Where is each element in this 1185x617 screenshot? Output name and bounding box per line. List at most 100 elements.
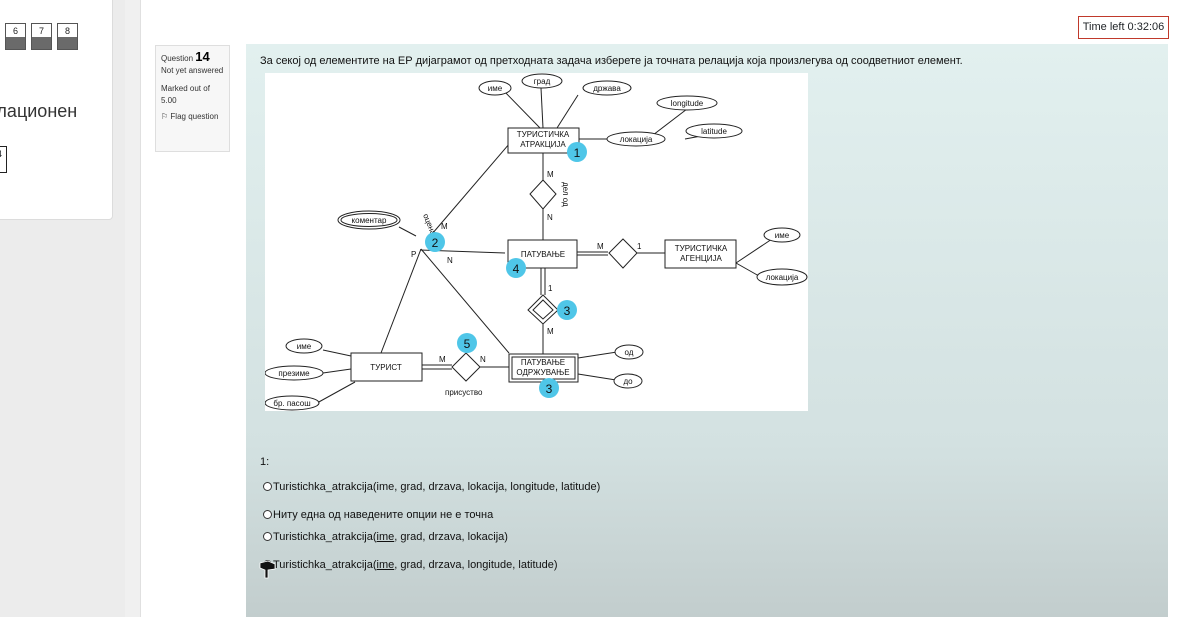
svg-text:од: од	[625, 348, 634, 357]
svg-text:N: N	[547, 213, 553, 222]
svg-text:P: P	[411, 250, 416, 259]
svg-text:3: 3	[564, 304, 571, 318]
nav-question-7[interactable]: 7	[31, 23, 52, 50]
relationship-trip-held	[527, 294, 559, 325]
nav-question-number: 6	[12, 26, 18, 36]
attribute-od: од	[614, 344, 644, 360]
question-prompt: За секој од елементите на ЕР дијаграмот …	[260, 55, 963, 67]
svg-text:M: M	[439, 355, 446, 364]
svg-text:до: до	[623, 377, 633, 386]
nav-question-8[interactable]: 8	[57, 23, 78, 50]
er-diagram: ТУРИСТИЧКА АТРАКЦИЈА ПАТУВАЊЕ ТУРИСТИЧКА…	[265, 73, 808, 411]
answer-option-3[interactable]: Turistichka_atrakcija(ime, grad, drzava,…	[263, 531, 508, 543]
svg-text:држава: држава	[593, 84, 621, 93]
svg-text:1: 1	[637, 242, 642, 251]
svg-text:N: N	[447, 256, 453, 265]
option-text-part: , grad, drzava, lokacija)	[394, 531, 508, 543]
subquestion-label: 1:	[260, 456, 270, 468]
svg-text:M: M	[547, 170, 554, 179]
attribute-latitude: latitude	[685, 123, 743, 139]
answered-bar	[32, 37, 51, 49]
mouse-cursor-icon	[259, 560, 277, 585]
svg-text:3: 3	[546, 382, 553, 396]
question-status: Not yet answered	[161, 66, 224, 75]
question-info: Question 14 Not yet answered Marked out …	[155, 45, 230, 152]
attribute-ime-tourist: име	[285, 338, 323, 354]
svg-text:longitude: longitude	[671, 99, 704, 108]
svg-text:2: 2	[432, 236, 439, 250]
radio-button[interactable]	[263, 510, 272, 519]
relationship-part-of	[529, 179, 557, 210]
attribute-grad: град	[521, 73, 563, 89]
entity-trip-held: ПАТУВАЊЕ ОДРЖУВАЊЕ	[508, 353, 579, 383]
nav-question-6[interactable]: 6	[5, 23, 26, 50]
svg-text:име: име	[297, 342, 312, 351]
answer-option-4[interactable]: Turistichka_atrakcija(ime, grad, drzava,…	[263, 559, 558, 571]
option-text: Turistichka_atrakcija(ime, grad, drzava,…	[273, 531, 508, 543]
entity-tourist: ТУРИСТ	[350, 352, 423, 382]
nav-section-text: релационен	[0, 101, 78, 121]
question-number-line: Question 14	[161, 49, 224, 65]
svg-text:АТРАКЦИЈА: АТРАКЦИЈА	[520, 140, 566, 149]
svg-text:ТУРИСТИЧКА: ТУРИСТИЧКА	[675, 244, 728, 253]
answered-bar	[58, 37, 77, 49]
relationship-trip-agency	[608, 238, 638, 269]
radio-button[interactable]	[263, 532, 272, 541]
attribute-drzava: држава	[582, 80, 632, 96]
option-text: Turistichka_atrakcija(ime, grad, drzava,…	[273, 559, 558, 571]
attribute-prezime: презиме	[265, 365, 324, 381]
svg-text:ОДРЖУВАЊЕ: ОДРЖУВАЊЕ	[516, 368, 569, 377]
attribute-ime-attraction: име	[478, 80, 512, 96]
option-key-attr: ime	[376, 531, 395, 543]
option-text: Turistichka_atrakcija(ime, grad, drzava,…	[273, 481, 601, 493]
nav-question-current[interactable]: 14	[0, 146, 7, 173]
svg-text:1: 1	[574, 146, 581, 160]
svg-text:ТУРИСТ: ТУРИСТ	[370, 363, 402, 372]
svg-text:ПАТУВАЊЕ: ПАТУВАЊЕ	[521, 358, 565, 367]
diagram-markers: 1 2 4 3 5 3	[425, 142, 587, 398]
svg-text:M: M	[547, 327, 554, 336]
quiz-navigation-panel: 6 7 8 релационен 14	[0, 0, 113, 220]
svg-text:АГЕНЦИЈА: АГЕНЦИЈА	[680, 254, 722, 263]
svg-text:коментар: коментар	[352, 216, 387, 225]
answered-bar	[6, 37, 25, 49]
entity-travel-agency: ТУРИСТИЧКА АГЕНЦИЈА	[664, 239, 737, 269]
label-part-of: дел од	[561, 182, 570, 207]
attribute-komentar: коментар	[337, 210, 401, 230]
flag-icon: ⚐	[161, 112, 169, 121]
attribute-longitude: longitude	[656, 95, 718, 111]
radio-button[interactable]	[263, 482, 272, 491]
nav-question-number: 8	[64, 26, 70, 36]
svg-text:презиме: презиме	[278, 369, 310, 378]
attribute-pasos: бр. пасош	[265, 395, 320, 411]
entity-trip: ПАТУВАЊЕ	[507, 239, 578, 269]
flag-question-link[interactable]: ⚐ Flag question	[161, 111, 224, 123]
svg-text:град: град	[534, 77, 551, 86]
svg-text:5: 5	[464, 337, 471, 351]
question-marks: Marked out of 5.00	[161, 84, 210, 105]
entity-tourist-attraction: ТУРИСТИЧКА АТРАКЦИЈА	[507, 127, 580, 154]
answer-option-2[interactable]: Ниту една од наведените опции не е точна	[263, 509, 493, 521]
option-text-part: Turistichka_atrakcija(	[273, 531, 377, 543]
svg-text:1: 1	[548, 284, 553, 293]
cardinality-labels: M N M 1 1 M M P N M N	[411, 170, 642, 364]
label-attendance: присуство	[445, 388, 483, 397]
nav-question-number: 7	[38, 26, 44, 36]
relationship-attendance	[451, 352, 481, 382]
svg-text:latitude: latitude	[701, 127, 727, 136]
svg-text:локација: локација	[766, 273, 799, 282]
question-label: Question	[161, 54, 194, 63]
diagram-lines	[316, 87, 776, 404]
time-left: Time left 0:32:06	[1078, 16, 1169, 39]
svg-text:M: M	[597, 242, 604, 251]
svg-text:име: име	[775, 231, 790, 240]
question-number: 14	[195, 49, 210, 64]
option-text-part: Turistichka_atrakcija(	[273, 559, 377, 571]
svg-text:ПАТУВАЊЕ: ПАТУВАЊЕ	[521, 250, 565, 259]
svg-text:ТУРИСТИЧКА: ТУРИСТИЧКА	[517, 130, 570, 139]
attribute-lokacija-attraction: локација	[606, 131, 666, 147]
svg-text:локација: локација	[620, 135, 653, 144]
option-key-attr: ime	[376, 559, 395, 571]
attribute-lokacija-agency: локација	[756, 268, 808, 286]
answer-option-1[interactable]: Turistichka_atrakcija(ime, grad, drzava,…	[263, 481, 600, 493]
